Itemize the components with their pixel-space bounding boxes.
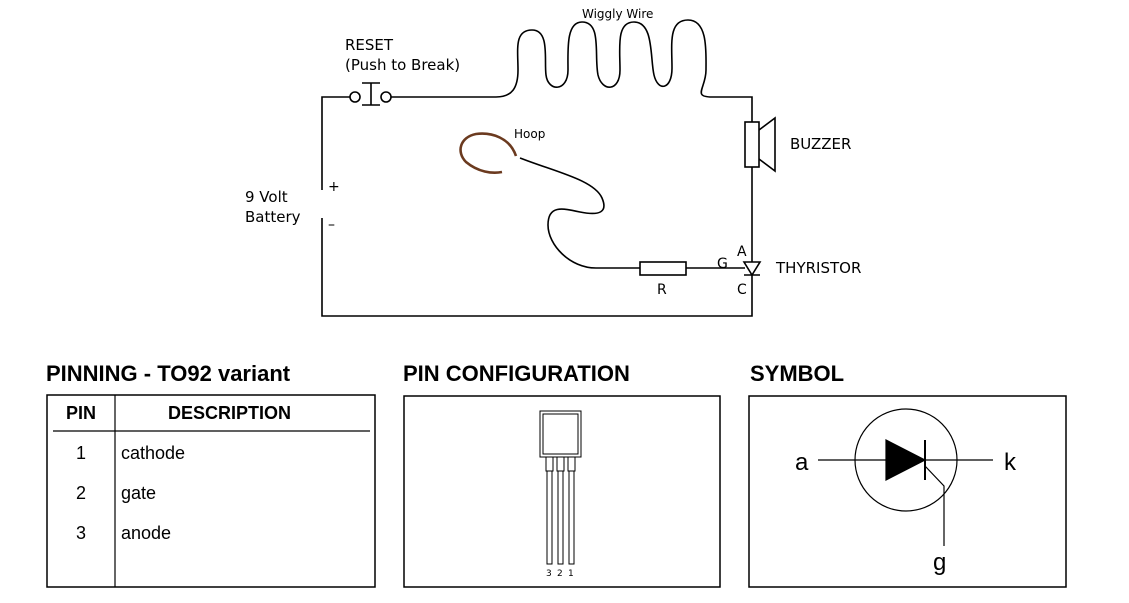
hoop <box>459 132 518 174</box>
hoop-label: Hoop <box>514 127 545 141</box>
thyristor-label: THYRISTOR <box>775 259 861 277</box>
circuit-diagram <box>321 19 776 317</box>
buzzer-label: BUZZER <box>790 135 851 153</box>
resistor-label: R <box>657 282 667 298</box>
reset-label: RESET <box>345 36 394 54</box>
resistor <box>639 261 687 276</box>
pin-g-label: G <box>717 256 728 272</box>
pin-number-2: 2 <box>557 569 563 579</box>
pin-a-label: A <box>737 244 747 260</box>
pin-config-title: PIN CONFIGURATION <box>403 361 630 386</box>
lead-2 <box>557 470 564 565</box>
pin-c-label: C <box>737 282 747 298</box>
symbol-title: SYMBOL <box>750 361 844 386</box>
buzzer-body <box>744 121 760 168</box>
reset-contact-right <box>380 91 392 103</box>
hoop-lead <box>519 157 640 269</box>
symbol-box <box>748 395 1067 588</box>
pinning-row-pin: 1 <box>76 443 86 463</box>
pinning-row-pin: 3 <box>76 523 86 543</box>
battery-sublabel: Battery <box>245 208 301 226</box>
reset-contact-left <box>349 91 361 103</box>
pin-number-1: 1 <box>568 569 574 579</box>
wire-left-top <box>321 96 350 186</box>
pinning-row-description: cathode <box>121 443 185 463</box>
symbol-terminal-a: a <box>795 449 809 476</box>
thyristor-schematic-symbol <box>818 408 993 546</box>
pin-config-box <box>403 395 721 588</box>
battery-plus: + <box>328 179 340 195</box>
symbol-gate-lead <box>924 465 945 546</box>
to92-package <box>539 410 582 565</box>
lead-1 <box>568 470 575 565</box>
pinning-row-pin: 2 <box>76 483 86 503</box>
lead-shoulder-3 <box>545 456 554 472</box>
reset-button <box>362 82 380 106</box>
pinning-title: PINNING - TO92 variant <box>46 361 291 386</box>
pinning-header-pin: PIN <box>66 403 96 423</box>
package-face <box>542 413 579 455</box>
pinning-table <box>46 394 376 588</box>
lead-shoulder-1 <box>567 456 576 472</box>
lead-3 <box>546 470 553 565</box>
wiggly-wire <box>495 19 753 122</box>
reset-sublabel: (Push to Break) <box>345 56 460 74</box>
pinning-header-description: DESCRIPTION <box>168 403 291 423</box>
pinning-row-description: anode <box>121 523 171 543</box>
wiggly-wire-label: Wiggly Wire <box>582 7 653 21</box>
buzzer-horn <box>758 116 776 173</box>
symbol-diode-triangle <box>885 439 927 481</box>
pinning-table-border <box>46 394 376 588</box>
pinning-row-description: gate <box>121 483 156 503</box>
battery-label: 9 Volt <box>245 188 288 206</box>
symbol-terminal-g: g <box>933 549 946 576</box>
symbol-terminal-k: k <box>1004 449 1017 476</box>
thyristor-symbol <box>742 261 762 277</box>
battery-minus: – <box>328 217 335 233</box>
lead-shoulder-2 <box>556 456 565 472</box>
wire-left-bottom <box>321 222 753 317</box>
pin-number-3: 3 <box>546 569 552 579</box>
